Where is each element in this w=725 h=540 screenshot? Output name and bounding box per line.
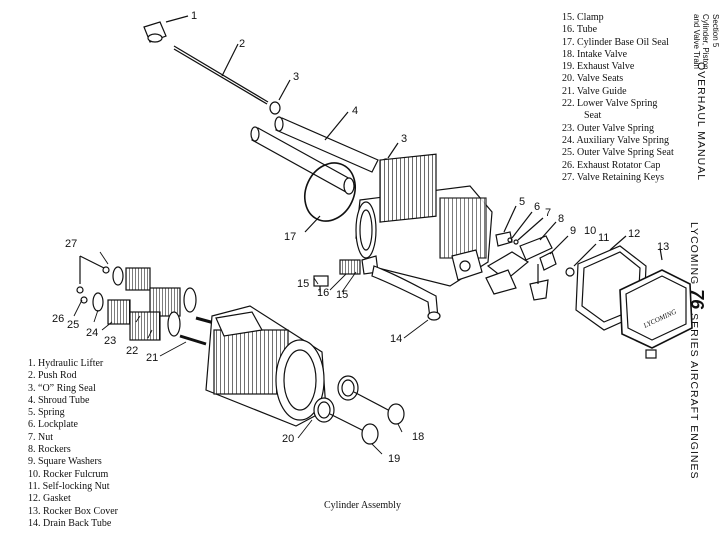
legend-item: 8. Rockers <box>28 444 71 456</box>
legend-item: 18. Intake Valve <box>562 48 628 60</box>
legend-item: 17. Cylinder Base Oil Seal <box>562 36 669 48</box>
intake-exhaust-valves-drawing <box>313 375 405 445</box>
legend-item: 23. Outer Valve Spring <box>562 122 655 134</box>
legend-item: 13. Rocker Box Cover <box>28 505 118 517</box>
legend-item: 12. Gasket <box>28 493 71 505</box>
legend-item: 6. Lockplate <box>28 419 78 431</box>
callout-3: 3 <box>293 71 299 83</box>
legend-item: 19. Exhaust Valve <box>562 61 635 73</box>
legend-item: 4. Shroud Tube <box>28 394 90 406</box>
leader-lines <box>73 251 429 455</box>
legend-item: 15. Clamp <box>562 12 604 23</box>
callout-10: 10 <box>584 225 596 237</box>
legend-item: 9. Square Washers <box>28 456 102 468</box>
legend-item: 21. Valve Guide <box>562 85 627 97</box>
legend-item: 22. Lower Valve Spring <box>562 98 658 110</box>
callout-4: 4 <box>352 105 358 117</box>
callout-12: 12 <box>628 228 640 240</box>
push-rod-drawing <box>173 43 269 105</box>
legend-item: 27. Valve Retaining Keys <box>562 171 665 183</box>
legend-item: Seat <box>584 110 602 122</box>
callout-7: 7 <box>545 207 551 219</box>
o-ring-seal-drawing <box>269 101 281 115</box>
lower-cylinder-drawing <box>205 305 327 427</box>
callout-22: 22 <box>126 345 138 357</box>
callout-8: 8 <box>558 213 564 225</box>
legend-item: 11. Self-locking Nut <box>28 480 110 492</box>
legend-item: 24. Auxiliary Valve Spring <box>562 134 670 146</box>
legend-item: 3. “O” Ring Seal <box>28 382 96 394</box>
drain-back-tube-drawing <box>313 255 441 321</box>
legend-item: 5. Spring <box>28 407 65 419</box>
callout-14: 14 <box>390 333 402 345</box>
callout-25: 25 <box>67 319 79 331</box>
shroud-tube-drawing <box>250 111 379 195</box>
legend-item: 26. Exhaust Rotator Cap <box>562 159 661 171</box>
callout-15: 15 <box>297 278 309 290</box>
legend-item: 10. Rocker Fulcrum <box>28 468 109 480</box>
callout-3: 3 <box>401 133 407 145</box>
parts-legend-right: 15. Clamp 16. Tube 17. Cylinder Base Oil… <box>562 12 674 184</box>
legend-item: 20. Valve Seats <box>562 73 624 85</box>
callout-numbers: 1 2 3 4 3 17 5 6 7 8 9 10 11 12 13 14 15… <box>52 10 669 465</box>
valve-springs-drawing <box>76 255 219 346</box>
rocker-box-cover-drawing <box>619 247 693 359</box>
callout-17: 17 <box>284 231 296 243</box>
cylinder-base-oil-seal-drawing <box>304 162 356 233</box>
parts-legend-left: 1. Hydraulic Lifter 2. Push Rod 3. “O” R… <box>28 358 118 530</box>
rocker-parts-drawing <box>485 205 597 301</box>
callout-9: 9 <box>570 225 576 237</box>
callout-2: 2 <box>239 38 245 50</box>
callout-16: 16 <box>317 287 329 299</box>
legend-item: 2. Push Rod <box>28 370 77 382</box>
callout-21: 21 <box>146 352 158 364</box>
callout-19: 19 <box>388 453 400 465</box>
legend-item: 16. Tube <box>562 24 598 36</box>
figure-caption: Cylinder Assembly <box>324 500 401 511</box>
callout-24: 24 <box>86 327 98 339</box>
callout-27: 27 <box>65 238 77 250</box>
legend-item: 1. Hydraulic Lifter <box>28 358 104 369</box>
callout-1: 1 <box>191 10 197 22</box>
legend-item: 14. Drain Back Tube <box>28 517 112 529</box>
callout-15: 15 <box>336 289 348 301</box>
callout-23: 23 <box>104 335 116 347</box>
callout-6: 6 <box>534 201 540 213</box>
callout-13: 13 <box>657 241 669 253</box>
legend-item: 7. Nut <box>28 431 53 443</box>
callout-26: 26 <box>52 313 64 325</box>
upper-cylinder-drawing <box>355 153 493 287</box>
legend-item: 25. Outer Valve Spring Seat <box>562 147 674 159</box>
callout-5: 5 <box>519 196 525 208</box>
callout-11: 11 <box>598 232 609 244</box>
hydraulic-lifter-drawing <box>143 15 189 43</box>
callout-18: 18 <box>412 431 424 443</box>
callout-20: 20 <box>282 433 294 445</box>
